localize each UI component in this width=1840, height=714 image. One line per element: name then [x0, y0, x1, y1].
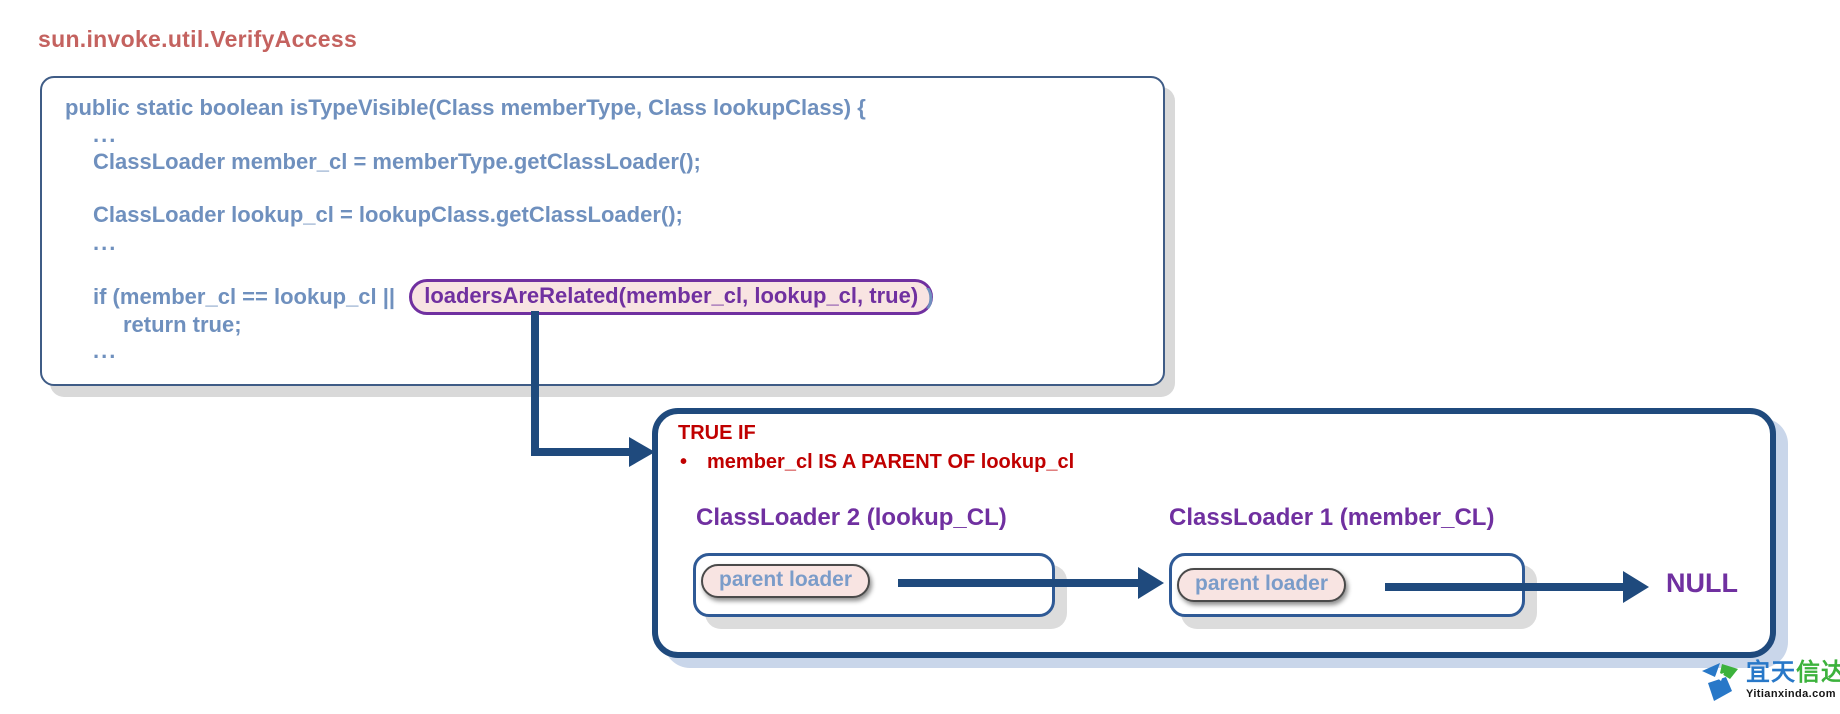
page-title: sun.invoke.util.VerifyAccess	[38, 26, 358, 52]
parent-arrow-2	[1385, 583, 1625, 591]
yitianxinda-watermark: 宜天信达 Yitianxinda.com	[1700, 659, 1840, 707]
if-suffix: )	[926, 284, 934, 309]
callout-bullet-row: • member_cl IS A PARENT OF lookup_cl	[680, 451, 1074, 474]
parent-arrowhead-1-icon	[1138, 567, 1164, 599]
code-line-ellipsis: ...	[93, 122, 118, 147]
code-box: public static boolean isTypeVisible(Clas…	[40, 76, 1165, 386]
code-line-signature: public static boolean isTypeVisible(Clas…	[65, 95, 866, 120]
parent-arrow-1	[898, 579, 1140, 587]
brand-cn-green: 信达	[1796, 659, 1840, 686]
callout-bullet-text: member_cl IS A PARENT OF lookup_cl	[707, 451, 1075, 473]
if-prefix: if (member_cl == lookup_cl ||	[93, 284, 402, 309]
callout-heading: TRUE IF	[678, 422, 756, 444]
logo-text-block: 宜天信达 Yitianxinda.com	[1746, 659, 1840, 700]
true-if-callout-box: TRUE IF • member_cl IS A PARENT OF looku…	[652, 408, 1776, 658]
code-line-if: if (member_cl == lookup_cl || loadersAre…	[93, 279, 933, 315]
code-line-ellipsis: ...	[93, 230, 118, 255]
connector-arrowhead-icon	[629, 437, 655, 467]
parent-loader-pill-2: parent loader	[701, 564, 871, 598]
highlighted-loaders-are-related-call: loadersAreRelated(member_cl, lookup_cl, …	[409, 279, 934, 315]
classloader2-label: ClassLoader 2 (lookup_CL)	[696, 504, 1007, 531]
code-line-ellipsis: ...	[93, 338, 118, 363]
connector-arrow-vertical	[531, 311, 539, 456]
classloader1-label: ClassLoader 1 (member_CL)	[1169, 504, 1495, 531]
bullet-icon: •	[680, 451, 688, 473]
code-line-member-cl: ClassLoader member_cl = memberType.getCl…	[93, 149, 701, 174]
connector-arrow-horizontal	[531, 448, 631, 456]
yitianxinda-logo-icon	[1702, 663, 1738, 701]
brand-name-cn: 宜天信达	[1746, 659, 1840, 687]
code-line-lookup-cl: ClassLoader lookup_cl = lookupClass.getC…	[93, 202, 683, 227]
parent-arrowhead-2-icon	[1623, 571, 1649, 603]
brand-cn-blue: 宜天	[1746, 659, 1796, 686]
null-label: NULL	[1666, 568, 1738, 598]
code-line-return: return true;	[123, 312, 242, 337]
parent-loader-pill-1: parent loader	[1177, 568, 1347, 602]
brand-domain: Yitianxinda.com	[1746, 687, 1836, 700]
